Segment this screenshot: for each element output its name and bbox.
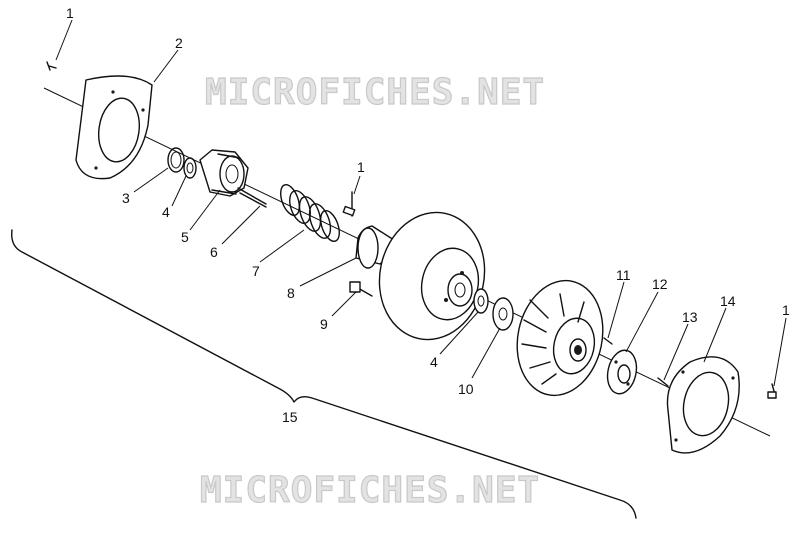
part-pin [237, 187, 267, 208]
callout-4-washer-right: 4 [430, 354, 438, 370]
callout-4-washer-left: 4 [162, 204, 170, 220]
callout-1-screw-left: 1 [66, 5, 74, 21]
callout-13-screw-retainer: 13 [682, 309, 698, 325]
callout-1-screw-middle: 1 [357, 159, 365, 175]
part-mounting-plate [75, 75, 153, 180]
part-spacer [492, 297, 514, 331]
callout-9-bolt: 9 [320, 316, 328, 332]
part-screw-right [767, 383, 777, 399]
callout-14-cover-plate: 14 [720, 293, 736, 309]
callout-15-assembly: 15 [282, 409, 298, 425]
part-pin-small [603, 337, 613, 345]
callout-10-spacer: 10 [458, 381, 474, 397]
callout-8-sleeve: 8 [287, 285, 295, 301]
part-washer-left [183, 157, 197, 179]
watermark-top: MICROFICHES.NET [205, 72, 545, 113]
callout-2-mounting-plate: 2 [175, 35, 183, 51]
callout-3-snap-ring: 3 [122, 190, 130, 206]
leader-lines [55, 19, 787, 387]
callout-11-pin-small: 11 [616, 267, 631, 283]
part-washer-right [473, 288, 489, 314]
callout-1-screw-right: 1 [782, 302, 790, 318]
part-spring [280, 184, 340, 242]
part-bolt [349, 281, 373, 297]
part-screw-retainer [657, 377, 669, 387]
part-screw-middle [342, 191, 356, 217]
part-cam-hub [199, 149, 249, 197]
part-cover-plate [666, 356, 740, 454]
part-drive-sheave [378, 211, 486, 341]
callout-5-cam-hub: 5 [181, 229, 189, 245]
part-screw-left [46, 61, 57, 71]
part-retainer [606, 349, 638, 395]
callout-6-pin: 6 [210, 244, 218, 260]
callout-7-spring: 7 [252, 263, 260, 279]
part-snap-ring [167, 147, 185, 173]
part-fan-sheave [516, 279, 604, 397]
callout-12-retainer: 12 [652, 276, 668, 292]
assembly-bracket [11, 229, 637, 519]
watermark-bottom: MICROFICHES.NET [200, 470, 540, 511]
